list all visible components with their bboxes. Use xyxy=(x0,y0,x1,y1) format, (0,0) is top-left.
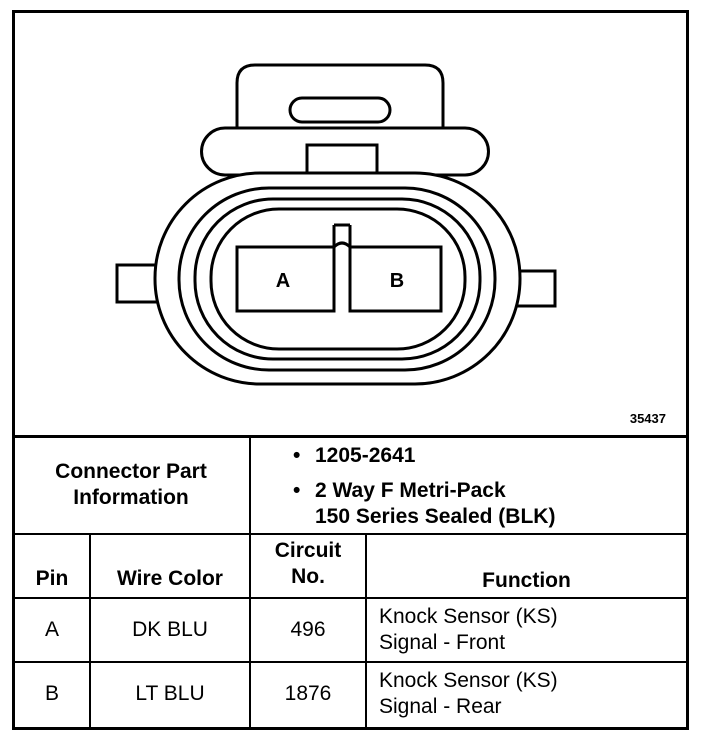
part-number-bullet: • xyxy=(293,444,301,467)
description-bullet: • xyxy=(293,479,301,502)
part-number: 1205-2641 xyxy=(315,444,416,467)
row-b-function-line1: Knock Sensor (KS) xyxy=(379,669,558,692)
description-line1: 2 Way F Metri-Pack xyxy=(315,479,506,502)
rule-part-info xyxy=(249,437,251,535)
connector-info-frame: A B 35437 Connector Part Information • 1… xyxy=(12,10,689,730)
row-a-function-line1: Knock Sensor (KS) xyxy=(379,605,558,628)
header-pin: Pin xyxy=(35,567,69,590)
description-line2: 150 Series Sealed (BLK) xyxy=(315,505,556,528)
connector-ring-4 xyxy=(209,207,467,351)
pin-a-label: A xyxy=(276,270,290,292)
rule-row xyxy=(15,661,686,663)
rule-col-1 xyxy=(89,534,91,727)
rule-header xyxy=(15,597,686,599)
row-a-function-line2: Signal - Front xyxy=(379,631,506,654)
figure-number: 35437 xyxy=(629,411,666,426)
part-info-label: Connector Part Information xyxy=(55,460,207,509)
header-circuit-line2: No. xyxy=(291,565,325,588)
row-b-pin: B xyxy=(44,682,59,705)
rule-middle xyxy=(15,533,686,535)
row-a-wire-color: DK BLU xyxy=(132,618,208,641)
latch-slot xyxy=(288,96,392,124)
header-wire-color: Wire Color xyxy=(117,567,223,590)
rule-top xyxy=(15,435,686,438)
row-b-circuit: 1876 xyxy=(284,682,332,705)
rule-col-3 xyxy=(365,534,367,727)
row-b-function-line2: Signal - Rear xyxy=(379,695,502,718)
connector-diagram: A B xyxy=(115,63,557,386)
pin-b-label: B xyxy=(390,270,404,292)
cavity-divider-arc xyxy=(332,241,352,249)
pin-a-cavity xyxy=(235,245,336,313)
header-circuit-line1: Circuit xyxy=(274,539,342,562)
header-function: Function xyxy=(482,569,571,592)
rule-col-2 xyxy=(249,534,251,727)
row-b-wire-color: LT BLU xyxy=(135,682,205,705)
row-a-pin: A xyxy=(44,618,59,641)
row-a-circuit: 496 xyxy=(290,618,326,641)
